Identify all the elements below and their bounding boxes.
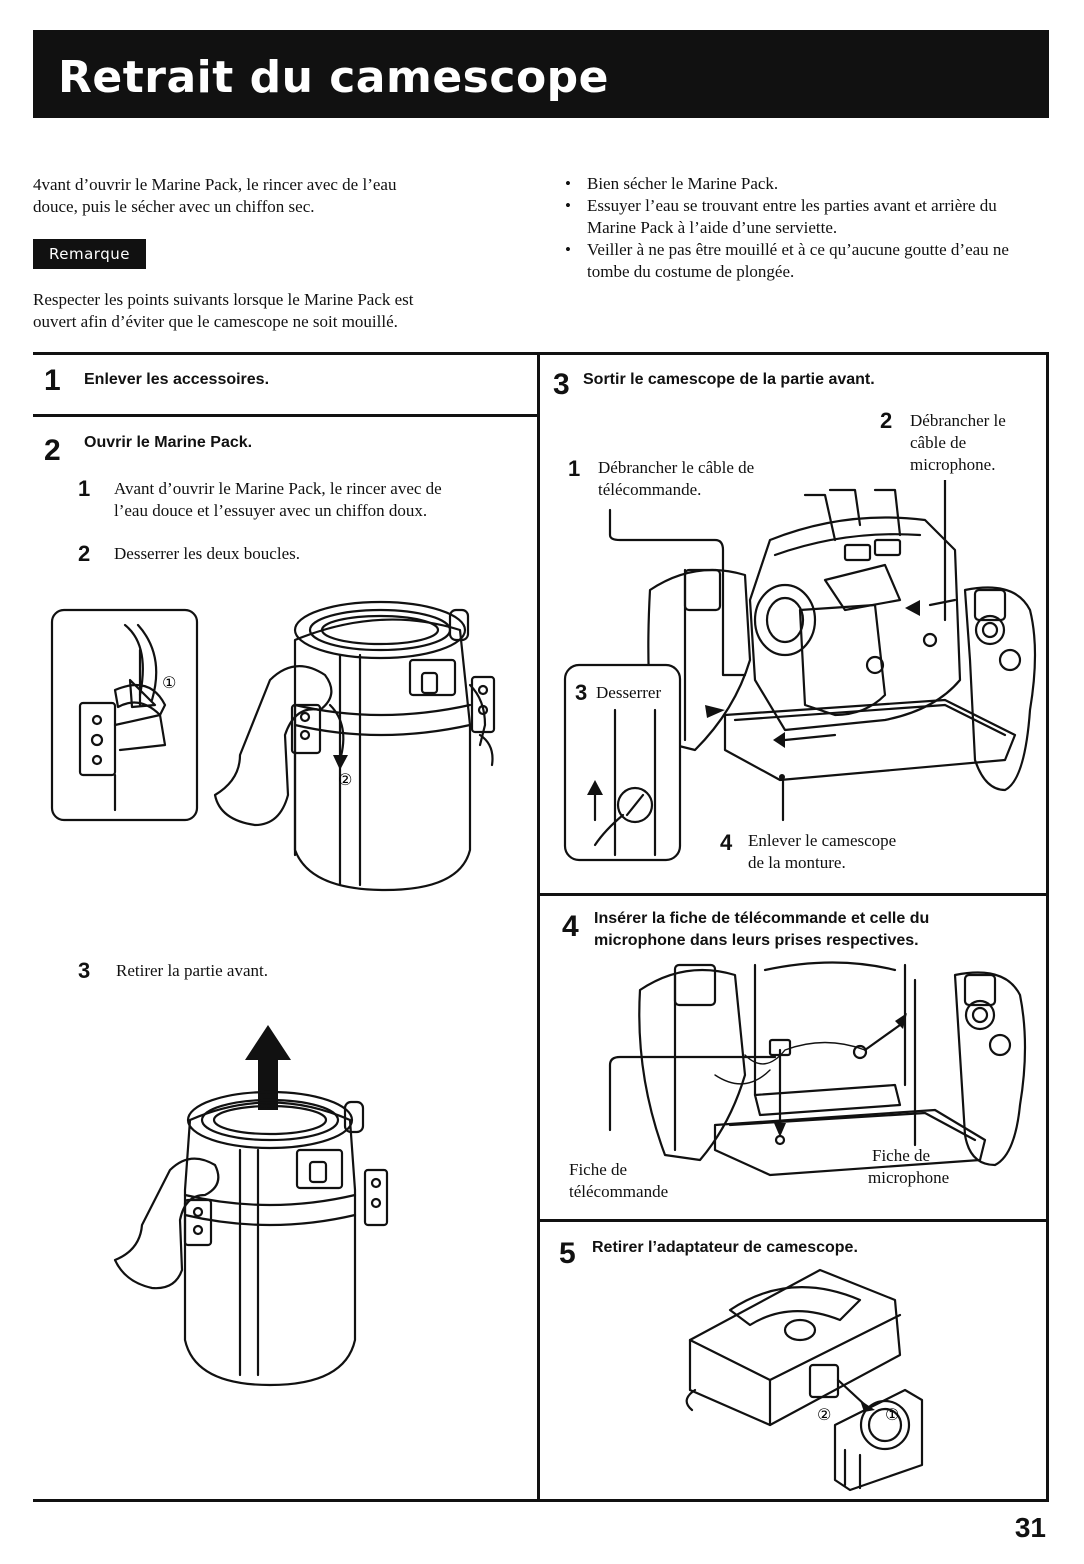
buckle-illustration: ① ②: [50, 600, 496, 892]
remarque-bullets: Bien sécher le Marine Pack. Essuyer l’ea…: [565, 173, 1045, 283]
step3-callout2-text: Débrancher le câble de microphone.: [910, 411, 1006, 474]
step3-callout4-number: 4: [720, 830, 733, 855]
frame-top-line: [33, 352, 1049, 355]
step3-callout1-text: Débrancher le câble de télécommande.: [598, 458, 755, 499]
step3-callout3-number: 3: [575, 680, 588, 705]
remote-plug-label: Fiche de télécommande: [569, 1160, 669, 1201]
frame-bottom-line: [33, 1499, 1049, 1502]
bullet-item: Veiller à ne pas être mouillé et à ce qu…: [565, 239, 1045, 283]
step4-divider: [537, 1219, 1049, 1222]
adapter-removal-illustration: ② ①: [685, 1268, 924, 1492]
bullet-item: Essuyer l’eau se trouvant entre les part…: [565, 195, 1045, 239]
step3-number: 3: [553, 368, 570, 401]
step3-divider: [537, 893, 1049, 896]
step2-sub3-text: Retirer la partie avant.: [116, 961, 268, 980]
step2-sub2-text: Desserrer les deux boucles.: [114, 544, 300, 563]
step2-sub2-number: 2: [78, 541, 91, 566]
buckle-detail-inset: [50, 608, 199, 822]
step4-number: 4: [562, 910, 579, 943]
page-number: 31: [1014, 1512, 1046, 1543]
step3-callout3-text: Desserrer: [596, 682, 662, 704]
step3-callout2-number: 2: [880, 408, 893, 433]
step2-title: Ouvrir le Marine Pack.: [84, 434, 253, 451]
bullet-item: Bien sécher le Marine Pack.: [565, 173, 1045, 195]
buckle-mark-1: ①: [162, 673, 176, 692]
remarque-text: Respecter les points suivants lorsque le…: [33, 290, 414, 331]
step5-title: Retirer l’adaptateur de camescope.: [592, 1239, 858, 1256]
step3-title: Sortir le camescope de la partie avant.: [583, 371, 875, 388]
adapter-mark-2: ②: [817, 1405, 831, 1424]
step4-title: Insérer la fiche de télécommande et cell…: [594, 910, 930, 949]
page-title: Retrait du camescope: [58, 52, 610, 103]
step2-sub1-number: 1: [78, 476, 91, 501]
step3-callout1-number: 1: [568, 456, 581, 481]
frame-right-line: [1046, 352, 1049, 1502]
microphone-plug-label: Fiche de microphone: [868, 1146, 950, 1187]
buckle-mark-2: ②: [338, 770, 352, 789]
step2-sub1-text: Avant d’ouvrir le Marine Pack, le rincer…: [114, 479, 442, 520]
up-arrow-icon: [245, 1025, 291, 1110]
step1-title: Enlever les accessoires.: [84, 371, 270, 388]
step2-number: 2: [44, 434, 61, 467]
page-header-bar: [33, 30, 1049, 118]
camcorder-housing-illustration: [563, 480, 1037, 862]
step2-sub3-number: 3: [78, 958, 91, 983]
plug-insertion-illustration: [608, 961, 1027, 1177]
step1-number: 1: [44, 364, 61, 397]
step5-number: 5: [559, 1237, 576, 1270]
adapter-mark-1: ①: [885, 1405, 899, 1424]
step3-callout4-text: Enlever le camescope de la monture.: [748, 831, 897, 872]
remarque-label: Remarque: [33, 239, 146, 269]
step1-divider: [33, 414, 537, 417]
intro-text: 4vant d’ouvrir le Marine Pack, le rincer…: [33, 175, 397, 216]
frame-center-divider: [537, 352, 540, 1502]
front-part-removal-illustration: [113, 1025, 389, 1387]
